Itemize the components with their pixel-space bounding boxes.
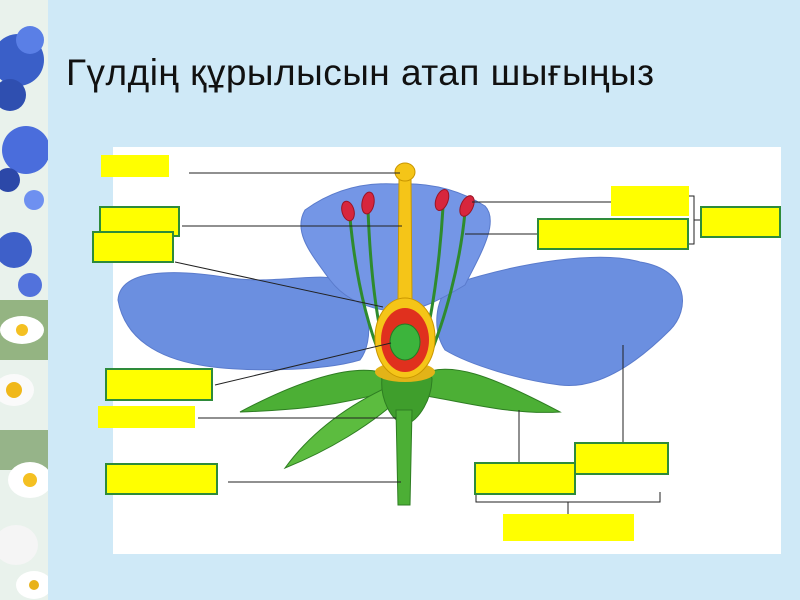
flower-stem [395,409,413,506]
label-stamen-box[interactable] [700,206,781,238]
diagram-panel [92,147,781,554]
label-anther-box[interactable] [611,186,689,216]
label-stigma-box[interactable] [101,155,169,177]
anthers [341,188,475,222]
petal-right [436,256,683,387]
flower-structure-diagram [117,162,700,514]
slide-title: Гүлдің құрылысын атап шығыңыз [66,52,655,93]
label-perianth-box[interactable] [503,514,634,541]
flower-icon [117,162,683,506]
sepal-right [419,368,562,413]
label-receptacle-box[interactable] [98,406,195,428]
label-ovary-wall-box[interactable] [92,231,174,263]
leader-lines [174,172,700,514]
label-peduncle-box[interactable] [105,463,218,495]
label-filament-box[interactable] [537,218,689,250]
sepal-left [239,369,386,413]
label-petal-box[interactable] [574,442,669,475]
label-sepal-box[interactable] [474,462,576,495]
daisy-decoration [0,316,48,599]
ovule [389,323,421,361]
pistil-style [397,177,413,301]
cornflower-decoration [0,26,48,297]
label-ovule-box[interactable] [105,368,213,401]
decorative-flower-strip [0,0,48,600]
petal-left [117,272,370,371]
pistil-stigma [394,162,416,182]
